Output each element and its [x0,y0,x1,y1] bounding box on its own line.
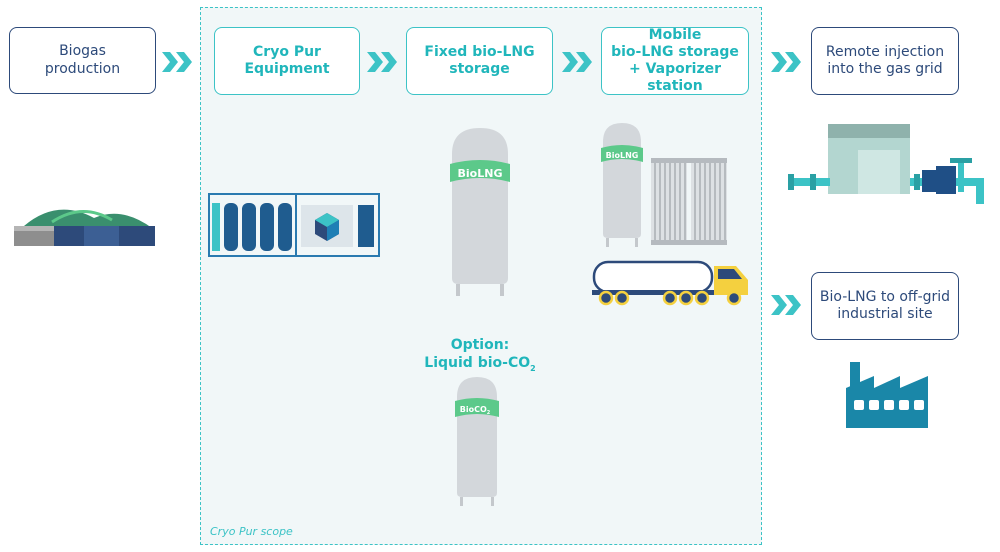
mobile-tank-label: BioLNG [606,151,639,160]
co2-option-text: Option: Liquid bio-CO2 [400,337,560,373]
co2-tank-label-text: BioCO [460,405,487,414]
option-title: Option: [450,337,510,353]
cryopur-unit-icon [208,193,380,257]
remote-injection-box: Remote injection into the gas grid [811,27,959,95]
remote-injection-label: Remote injection into the gas grid [825,43,945,77]
option-subtitle: Liquid bio-CO2 [400,355,560,374]
chevron-arrow-icon [771,295,801,315]
offgrid-site-box: Bio-LNG to off-grid industrial site [811,272,959,340]
truck-icon [592,260,748,306]
factory-icon [846,362,928,428]
mobile-tank-icon: BioLNG [601,123,643,247]
co2-tank-label: BioCO2 [460,405,491,416]
co2-tank-icon: BioCO2 [455,377,499,506]
cryopur-equipment-label: Cryo Pur Equipment [244,43,330,77]
gas-grid-station-icon [788,124,984,204]
fixed-storage-box: Fixed bio-LNG storage [406,27,553,95]
mobile-storage-box: Mobile bio-LNG storage + Vaporizer stati… [601,27,749,95]
option-subtitle-text: Liquid bio-CO [424,354,531,371]
fixed-tank-label: BioLNG [458,167,503,180]
fixed-storage-label: Fixed bio-LNG storage [424,43,535,77]
mobile-storage-label: Mobile bio-LNG storage + Vaporizer stati… [611,26,739,95]
fixed-tank-icon: BioLNG [450,128,510,296]
biogas-plant-icon [14,209,155,246]
biogas-production-label: Biogas production [44,43,121,77]
chevron-arrow-icon [367,52,397,72]
chevron-arrow-icon [162,52,192,72]
cryopur-equipment-box: Cryo Pur Equipment [214,27,360,95]
chevron-arrow-icon [771,52,801,72]
scope-label: Cryo Pur scope [210,525,293,538]
offgrid-site-label: Bio-LNG to off-grid industrial site [819,288,951,322]
biogas-production-box: Biogas production [9,27,156,94]
co2-tank-label-subscript: 2 [487,410,491,416]
option-subscript: 2 [530,363,536,373]
vaporizer-icon [651,158,727,245]
chevron-arrow-icon [562,52,592,72]
